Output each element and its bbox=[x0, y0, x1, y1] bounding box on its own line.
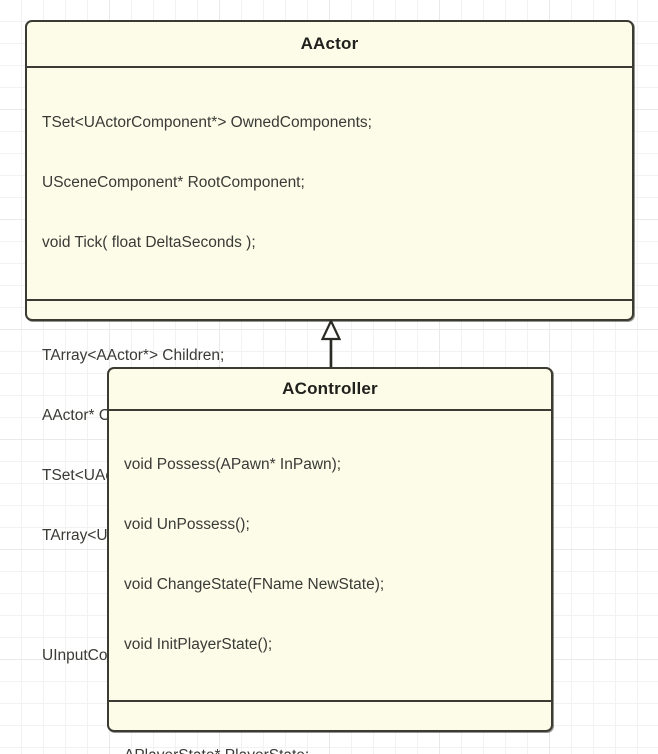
uml-compartment-aactor-operations: TSet<UActorComponent*> OwnedComponents; … bbox=[27, 66, 632, 299]
uml-class-aactor[interactable]: AActor TSet<UActorComponent*> OwnedCompo… bbox=[25, 20, 634, 664]
uml-member-line: void ChangeState(FName NewState); bbox=[124, 576, 385, 593]
uml-member-line: APlayerState* PlayerState; bbox=[124, 744, 536, 754]
generalization-arrow-icon bbox=[320, 320, 342, 367]
uml-member-line: void Tick( float DeltaSeconds ); bbox=[42, 234, 256, 251]
uml-member-line: void InitPlayerState(); bbox=[124, 636, 273, 653]
uml-member-line: TSet<UActorComponent*> OwnedComponents; bbox=[42, 114, 372, 131]
uml-member-line: TArray<AActor*> Children; bbox=[42, 347, 225, 364]
uml-class-title-acontroller: AController bbox=[282, 379, 378, 398]
uml-member-line: void UnPossess(); bbox=[124, 516, 250, 533]
uml-class-title-aactor: AActor bbox=[300, 34, 359, 53]
uml-compartment-acontroller-attributes: APlayerState* PlayerState; uint32 bAttac… bbox=[109, 700, 551, 754]
uml-class-acontroller[interactable]: AController void Possess(APawn* InPawn);… bbox=[107, 367, 553, 754]
uml-member-line: void Possess(APawn* InPawn); bbox=[124, 456, 342, 473]
uml-member-line: USceneComponent* RootComponent; bbox=[42, 174, 305, 191]
uml-compartment-acontroller-operations: void Possess(APawn* InPawn); void UnPoss… bbox=[109, 409, 551, 700]
